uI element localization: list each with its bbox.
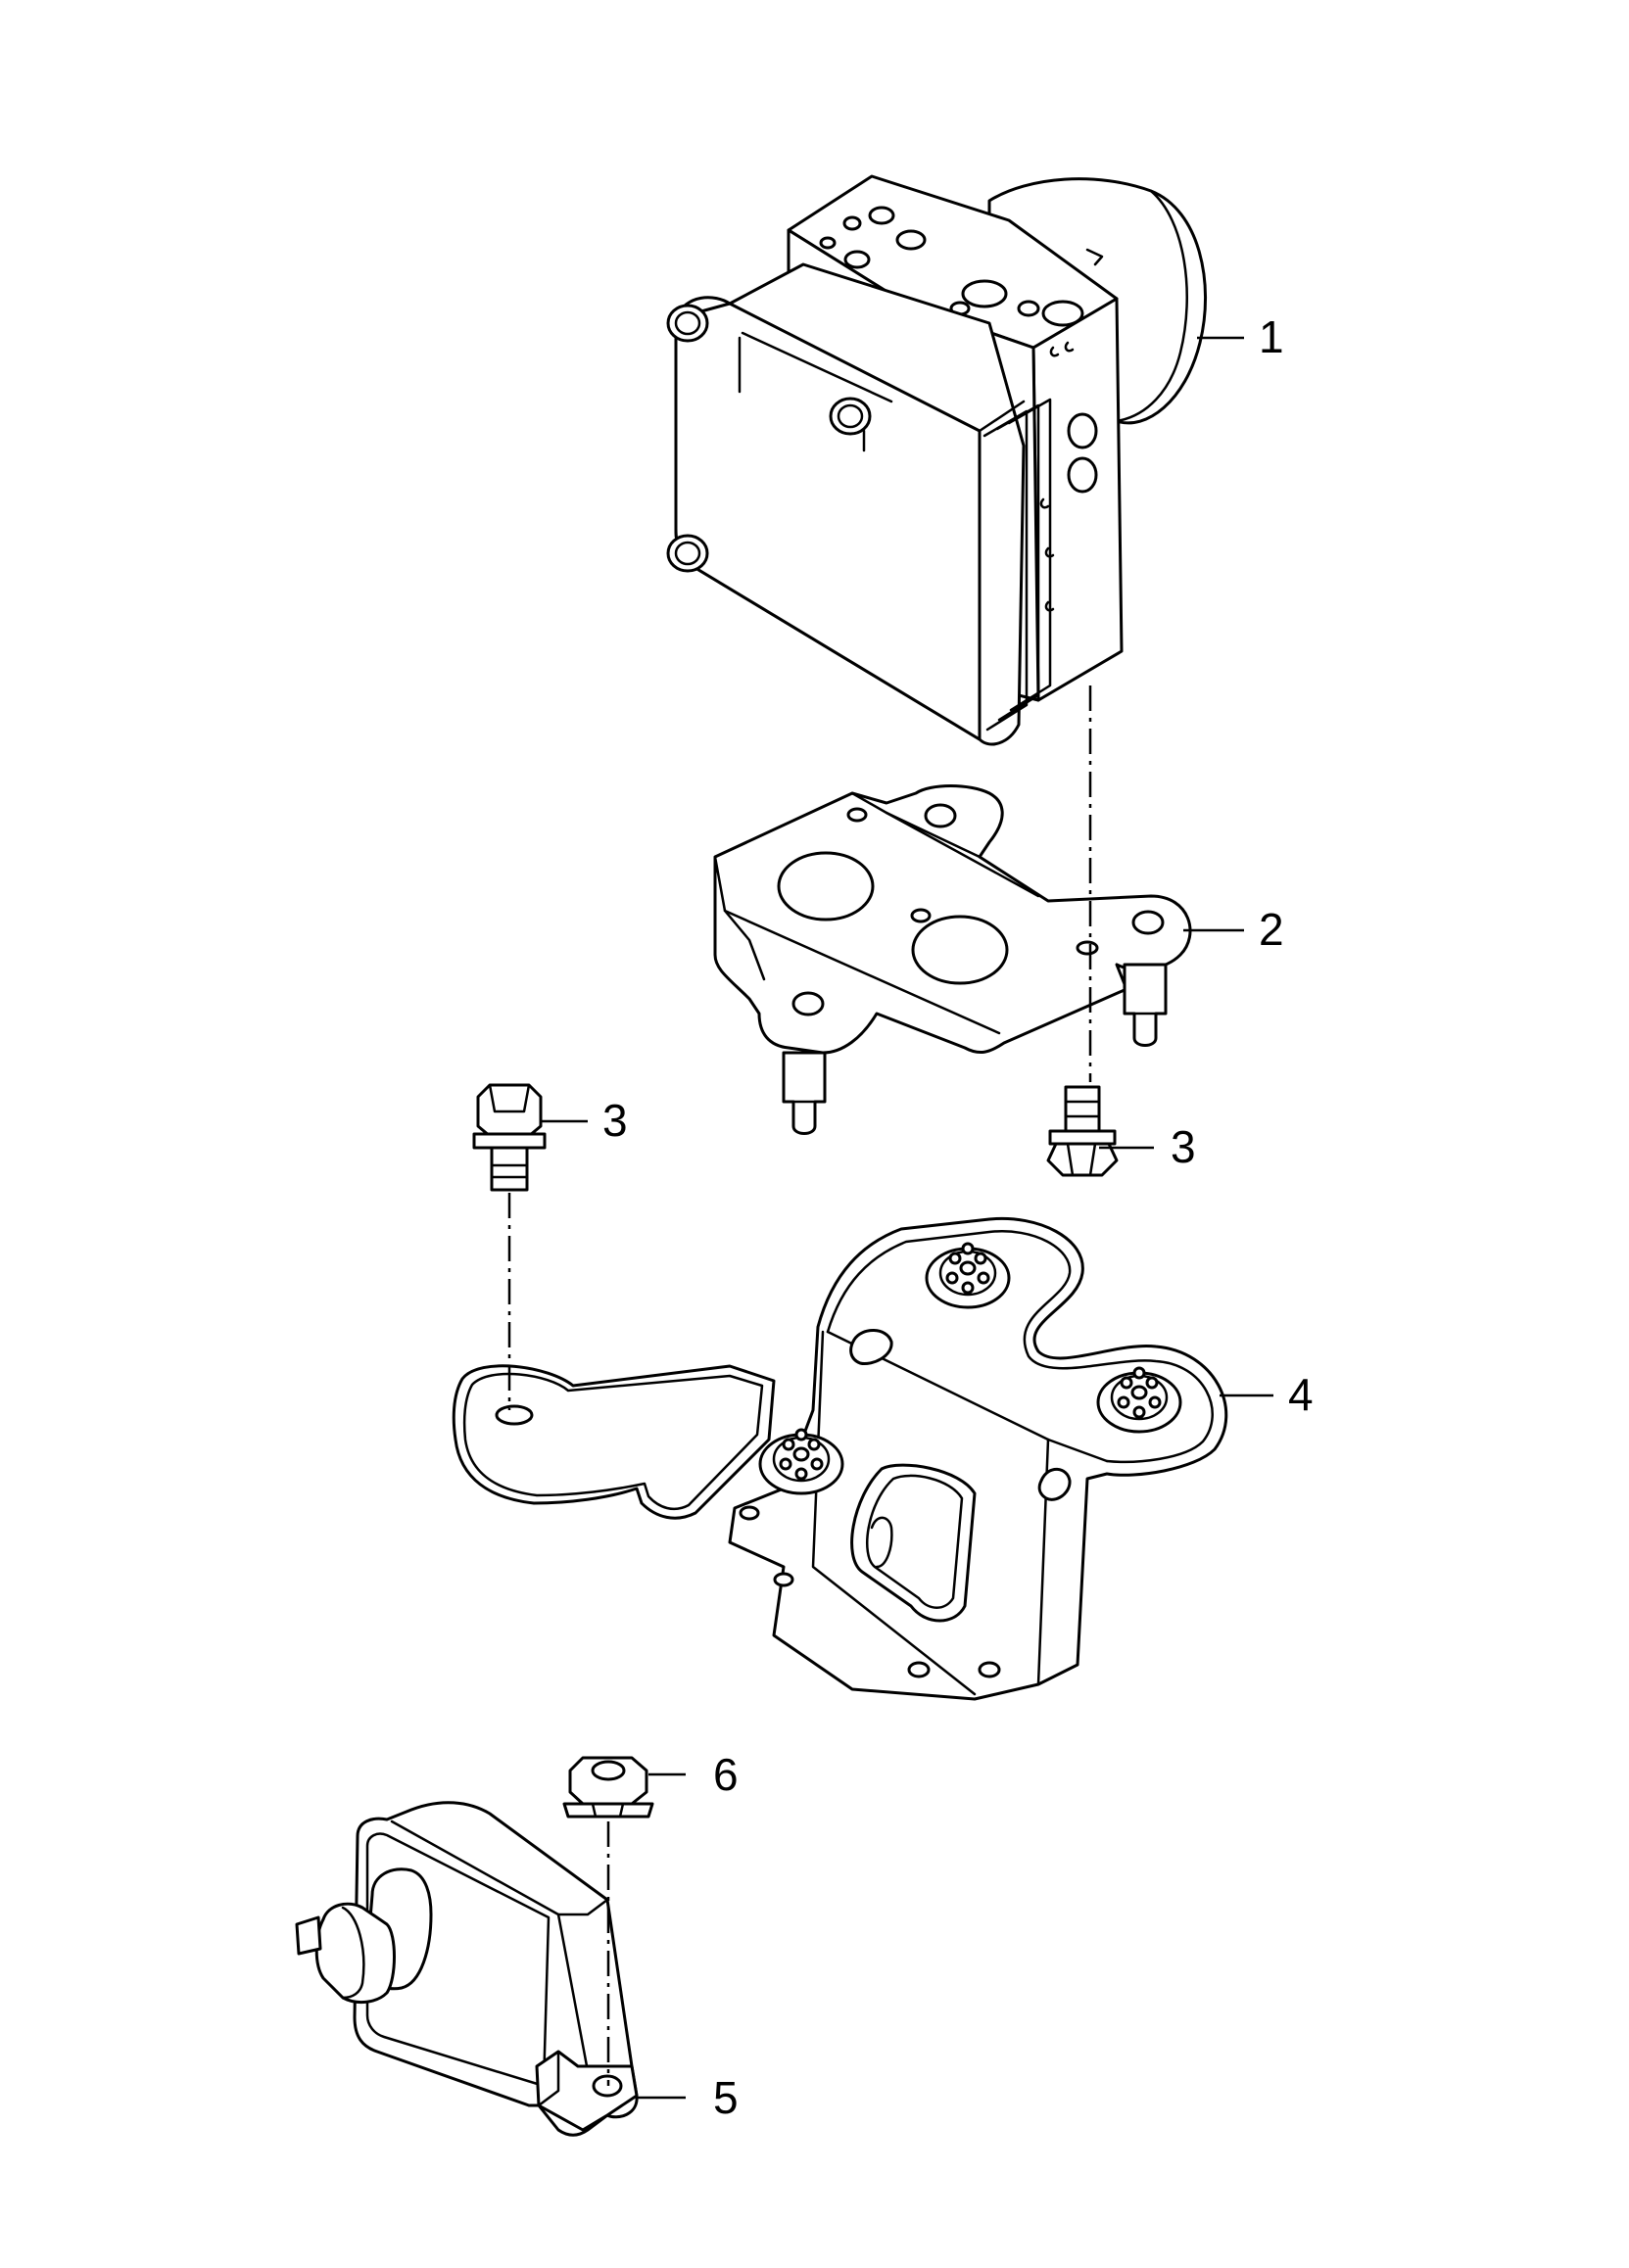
callout-6: 6 [713, 1749, 739, 1800]
upper-bracket [713, 784, 1192, 1135]
abs-hydraulic-unit [666, 174, 1207, 746]
callout-3a: 3 [602, 1095, 628, 1146]
bolt-right [1046, 1085, 1119, 1177]
callout-3b: 3 [1171, 1121, 1196, 1172]
rubber-mount-2 [1096, 1366, 1182, 1434]
callout-2: 2 [1259, 904, 1284, 955]
rubber-mount-1 [925, 1242, 1011, 1309]
callout-4: 4 [1288, 1369, 1314, 1420]
nut [562, 1756, 654, 1819]
lower-bracket [452, 1216, 1228, 1701]
bolt-left [472, 1083, 547, 1192]
callout-5: 5 [713, 2072, 739, 2123]
rubber-mount-3 [758, 1428, 844, 1495]
sensor [295, 1801, 639, 2137]
callout-1: 1 [1259, 311, 1284, 362]
